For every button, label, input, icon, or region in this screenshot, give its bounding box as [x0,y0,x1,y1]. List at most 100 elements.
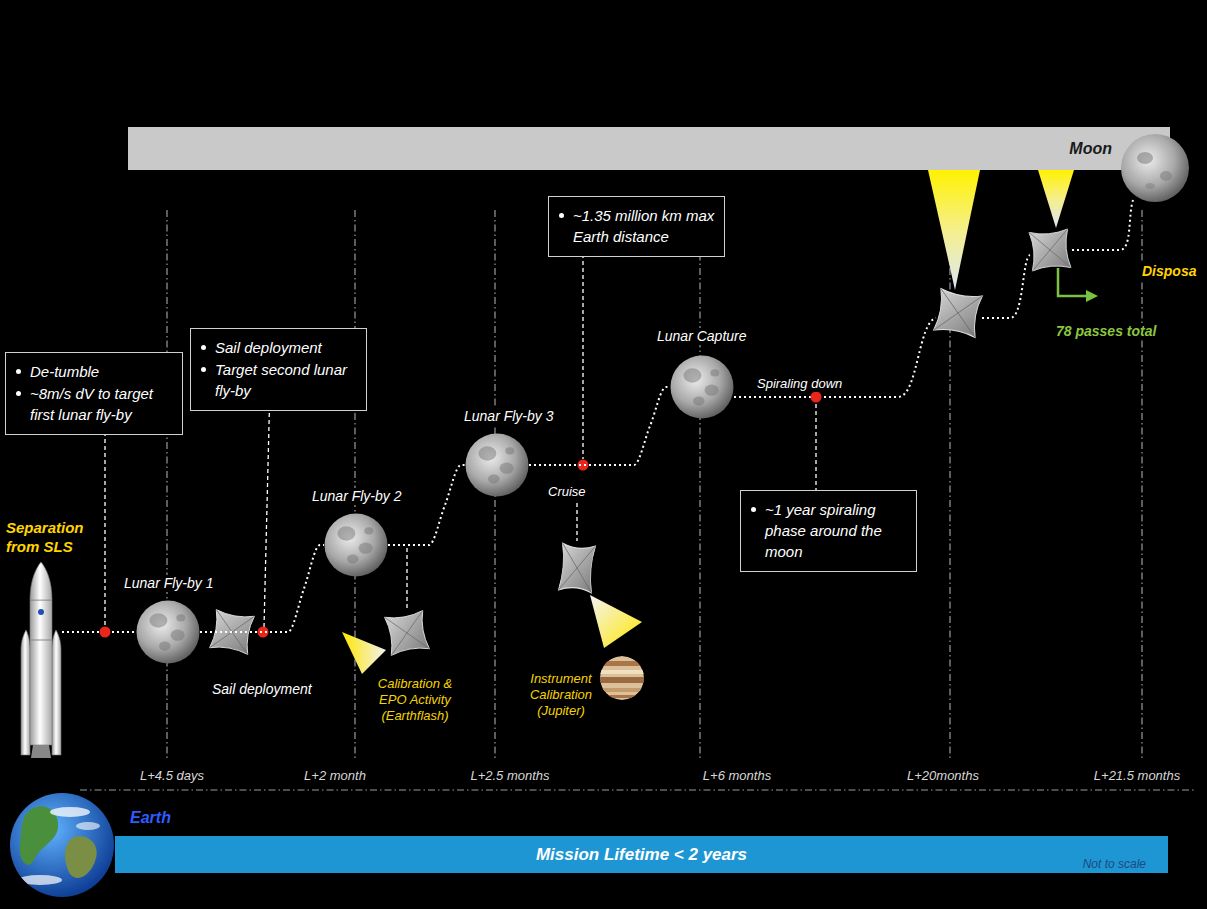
gridline [166,210,167,758]
moon-label: Lunar Fly-by 3 [462,408,555,425]
solar-sail [385,611,430,656]
lunar-flyby: Lunar Fly-by 1 [136,600,200,664]
callout-text: ~1 year spiraling phase around the moon [765,499,908,562]
band-title: Moon [1069,139,1112,158]
gridline [699,210,700,758]
label-anchor: Sail deployment [210,680,330,698]
passes-arrow [1058,268,1088,296]
passes-label: 78 passes total [1054,323,1158,340]
time-label: L+20months [905,768,981,784]
destination-moon [1121,134,1189,202]
event-label: Sail deployment [210,681,314,698]
crater [149,613,167,627]
crater [705,385,719,396]
earthflash-cone [342,632,386,674]
crater [337,526,355,540]
moon-picture [324,513,388,577]
phase-label: Cruise [546,484,588,500]
callout-box: De-tumble~8m/s dV to target first lunar … [5,352,183,435]
event-dot [100,627,111,638]
calibration-label: Calibration & EPO Activity (Earthflash) [366,676,464,724]
booster [52,630,61,755]
disposal-label: Disposa [1140,263,1198,280]
callout-box: ~1.35 million km max Earth distance [548,196,725,257]
crater [1160,171,1172,181]
leader-line [815,404,816,500]
solar-sail [558,543,595,593]
jupiter-band [598,661,646,666]
cloud [76,822,100,830]
bullet-dot [751,507,756,512]
bullet-item: ~1.35 million km max Earth distance [559,205,716,247]
moon-disc [325,514,388,577]
callout-text: ~1.35 million km max Earth distance [573,205,716,247]
crater [364,527,373,534]
solar-sail [934,289,983,338]
leader-line [104,425,105,627]
engine [31,745,51,758]
solar-sail [1029,229,1071,271]
beam [1038,170,1074,228]
crater [710,369,719,376]
jupiter-band [598,688,646,692]
bullet-dot [16,391,21,396]
land [20,806,58,865]
earth-globe [10,793,114,897]
jupiter-band [598,670,646,674]
stage-seam [30,640,52,641]
bullet-item: Target second lunar fly-by [201,359,358,401]
time-label: L+2 month [302,768,368,784]
label-anchor: L+4.5 days [112,766,232,784]
callout-text: De-tumble [30,361,99,382]
calibration-label: Instrument Calibration (Jupiter) [526,671,596,719]
jupiter [598,656,646,700]
booster [21,630,30,755]
launch-label: Separation from SLS [4,518,100,556]
moon-picture [670,355,734,419]
earth-disc [10,793,114,897]
lunar-capture: Lunar Capture [670,355,734,419]
label-anchor: Earth [128,808,208,827]
crater [693,396,705,405]
label-anchor: L+20months [883,766,1003,784]
earth-label: Earth [128,808,173,827]
moon-picture [465,433,529,497]
event-dot [811,392,822,403]
bullet-dot [201,345,206,350]
logo [38,609,44,615]
phase-label: Spiraling down [755,376,844,392]
label-anchor: Separation from SLS [4,518,100,556]
lifetime-band: Mission Lifetime < 2 yearsNot to scale [115,836,1168,873]
time-label: L+2.5 months [468,768,551,784]
callout-box: ~1 year spiraling phase around the moon [740,490,917,572]
label-anchor: Cruise [546,482,606,500]
crater [359,543,373,554]
moon-picture [136,600,200,664]
crater [505,447,514,454]
label-anchor: Disposa [1140,262,1206,280]
label-anchor: 78 passes total [1054,322,1184,340]
crater [683,368,701,382]
cloud [18,875,62,885]
land [65,836,97,878]
label-anchor: Spiraling down [755,374,875,392]
trajectory [62,631,136,633]
time-label: L+6 months [701,768,773,784]
leader-line [582,240,583,459]
crater [171,630,185,641]
crater [488,474,500,483]
callout-text: Target second lunar fly-by [215,359,358,401]
earth-axis [80,789,1195,790]
callout-text: Sail deployment [215,337,322,358]
trajectory-path [388,465,465,545]
crater [500,463,514,474]
nose-cone [30,562,52,600]
sls-rocket [21,562,61,758]
time-gridlines [167,210,1142,758]
crater [1145,183,1155,189]
trajectory [982,255,1030,318]
jupiter-cone [590,595,642,648]
beam [928,170,980,290]
moon-band: Moon [128,127,1170,170]
